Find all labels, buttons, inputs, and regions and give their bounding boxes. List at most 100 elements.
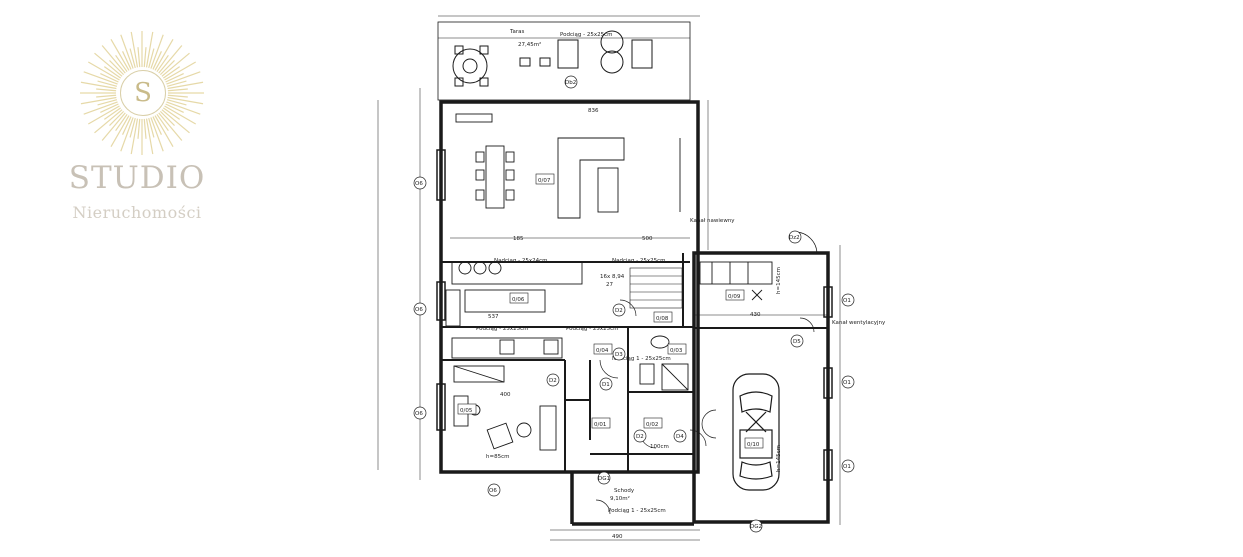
terrace-area: 27,45m²	[518, 41, 541, 48]
logo-initial: S	[120, 70, 166, 116]
office-furniture	[453, 365, 557, 451]
windows	[436, 149, 833, 481]
bathroom-fixtures	[639, 335, 689, 391]
room-office: 0/05	[460, 408, 473, 414]
outer-walls	[439, 100, 830, 526]
sun-ray	[145, 31, 154, 68]
utility-fixtures	[699, 261, 773, 301]
sun-ray	[167, 81, 204, 90]
dim-490: 490	[612, 534, 623, 540]
sun-ray	[166, 101, 201, 115]
door-db2: Db2	[565, 80, 576, 86]
sun-ray	[165, 103, 184, 113]
beam-terrace: Podciąg - 25x25cm	[560, 32, 613, 38]
sun-ray	[166, 99, 187, 106]
sun-ray	[167, 96, 204, 105]
dim-836: 836	[588, 108, 599, 114]
sun-ray	[158, 45, 183, 74]
sun-ray	[101, 112, 126, 141]
dim-537: 537	[488, 314, 499, 320]
sun-ray	[130, 118, 139, 155]
sun-ray	[100, 103, 119, 113]
beam-2: Nadciąg - 25x25cm	[612, 258, 666, 264]
h-145b: h=145cm	[776, 445, 782, 472]
sun-ray	[159, 60, 175, 76]
room-living: 0/07	[538, 178, 551, 184]
sun-ray	[80, 81, 117, 90]
sun-ray	[94, 52, 123, 77]
sun-ray	[97, 99, 118, 106]
stairs-area: 9,10m²	[610, 495, 630, 502]
stairs-label: Schody	[614, 488, 635, 494]
sun-ray	[109, 110, 125, 126]
sun-ray	[154, 115, 174, 147]
sun-ray	[129, 117, 136, 138]
window-o6-a: O6	[415, 181, 423, 187]
sun-ray	[156, 113, 169, 132]
h-85: h=85cm	[486, 454, 509, 460]
door-d2-a: D2	[615, 308, 623, 314]
brand-logo	[60, 25, 225, 235]
kitchen-furniture	[445, 261, 583, 359]
room-garage: 0/10	[747, 442, 760, 448]
logo-title: STUDIO	[68, 160, 206, 196]
wentylacja-label: Kanał wentylacyjny	[832, 320, 886, 326]
sun-ray	[143, 118, 147, 139]
sun-ray	[152, 51, 162, 70]
sun-ray	[103, 66, 122, 79]
sun-ray	[120, 34, 134, 69]
logo-subtitle: Nieruchomości	[72, 203, 202, 222]
sun-ray	[109, 60, 125, 76]
sunburst-icon	[80, 31, 204, 155]
sun-ray	[115, 113, 128, 132]
window-o6-c: O6	[415, 411, 423, 417]
sun-ray	[83, 101, 118, 115]
door-d1: D1	[602, 382, 610, 388]
sun-ray	[150, 34, 164, 69]
sun-ray	[122, 51, 132, 70]
sun-ray	[96, 88, 117, 92]
sun-ray	[137, 118, 141, 139]
sun-ray	[148, 48, 155, 69]
terrace-label: Taras	[509, 29, 524, 35]
sun-ray	[115, 54, 128, 73]
room-kitchen: 0/06	[512, 297, 525, 303]
beam-1: Nadciąg - 25x24cm	[494, 258, 548, 264]
sun-ray	[120, 117, 134, 152]
door-d2-c: D2	[636, 434, 644, 440]
dim-500: 500	[642, 236, 653, 242]
sun-ray	[159, 110, 175, 126]
sun-ray	[100, 73, 119, 83]
sun-ray	[161, 52, 190, 77]
window-o6-b: O6	[415, 307, 423, 313]
h-145a: h=145cm	[776, 267, 782, 294]
sun-ray	[88, 105, 120, 125]
sun-ray	[165, 73, 184, 83]
window-o1-c: O1	[843, 464, 851, 470]
car	[732, 373, 780, 491]
room-vestibule: 0/01	[594, 422, 606, 428]
width-100: 100cm	[650, 444, 669, 450]
sun-ray	[162, 66, 181, 79]
sun-ray	[130, 31, 139, 68]
sun-ray	[167, 88, 188, 92]
door-dg1: DG1	[598, 476, 610, 482]
door-d2-b: D2	[549, 378, 557, 384]
sun-ray	[96, 94, 117, 98]
sun-ray	[80, 96, 117, 105]
terrace	[437, 21, 691, 101]
sun-ray	[103, 107, 122, 120]
sun-ray	[143, 47, 147, 68]
sun-ray	[97, 80, 118, 87]
dim-185: 185	[513, 236, 524, 242]
kanal-label: Kanał nawiewny	[690, 218, 735, 224]
door-d4: D4	[676, 434, 684, 440]
room-hall: 0/08	[656, 316, 669, 322]
dim-400: 400	[500, 392, 511, 398]
window-o6-d: O6	[489, 488, 497, 494]
window-o1-a: O1	[843, 298, 851, 304]
sun-ray	[164, 105, 196, 125]
sun-ray	[110, 39, 130, 71]
